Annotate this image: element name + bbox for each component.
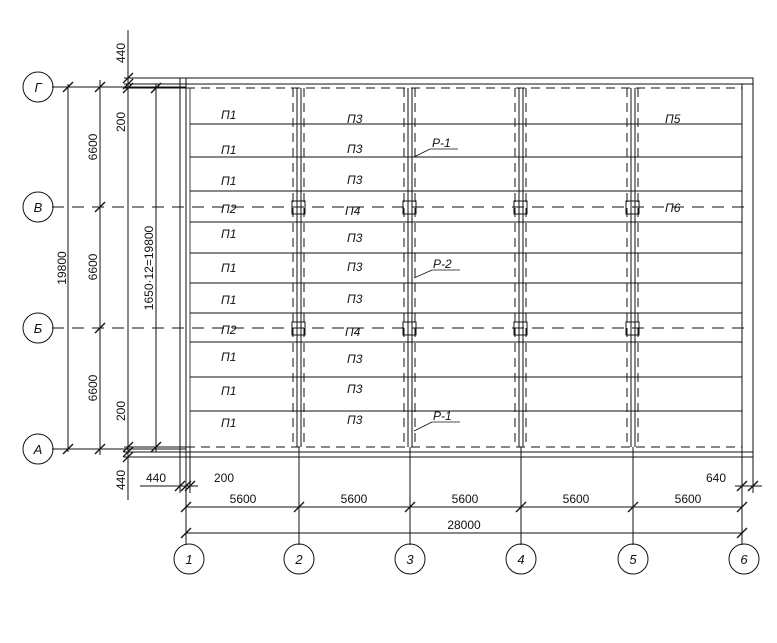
slab-label: П1 (221, 174, 236, 188)
slab-label: П3 (347, 352, 363, 366)
slab-label: П4 (345, 204, 361, 218)
slab-label: П3 (347, 413, 363, 427)
column-axis-label: 5 (629, 552, 637, 567)
dim-offset-bottom: 440 (114, 470, 128, 490)
dim-left-span: 6600 (86, 374, 100, 401)
slab-label: П1 (221, 293, 236, 307)
dim-left-span: 6600 (86, 133, 100, 160)
column-axis-label: 6 (740, 552, 748, 567)
slab-label: П1 (221, 350, 236, 364)
girder-label: Р-2 (433, 257, 452, 271)
girder-label: Р-1 (432, 136, 451, 150)
slab-label: П1 (221, 416, 236, 430)
girder-label: Р-1 (433, 409, 452, 423)
slab-label: П3 (347, 292, 363, 306)
slab-label: П3 (347, 231, 363, 245)
dim-bottom-span: 5600 (563, 492, 590, 506)
column-axis-markers: 1 2 3 4 5 6 (173, 543, 760, 575)
slab-label: П6 (665, 201, 681, 215)
left-dimensions: 19800 6600 6600 6600 200 200 440 440 165… (55, 30, 186, 500)
dim-edge-bottom: 200 (114, 401, 128, 421)
dim-slab-sum: 1650·12=19800 (142, 225, 156, 310)
row-axis-label: Б (34, 321, 43, 336)
slab-label: П3 (347, 382, 363, 396)
row-axis-markers: Г В Б А (22, 71, 54, 465)
dim-offset-top: 440 (114, 43, 128, 63)
slab-label: П3 (347, 112, 363, 126)
dim-left-span: 6600 (86, 253, 100, 280)
slab-label: П3 (347, 260, 363, 274)
girders (292, 88, 639, 447)
column-axis-label: 2 (294, 552, 303, 567)
column-axis-label: 1 (185, 552, 192, 567)
row-axis-label: Г (34, 80, 42, 95)
row-axis-label: А (33, 442, 43, 457)
row-axis-lines (52, 86, 745, 450)
dim-bottom-left-inner: 200 (214, 471, 234, 485)
dim-bottom-left-offset: 440 (146, 471, 166, 485)
dim-bottom-span: 5600 (675, 492, 702, 506)
slab-labels-bay-2: П3 П3 П3 П4 П3 П3 П3 П4 П3 П3 П3 (345, 112, 363, 427)
slab-label: П1 (221, 227, 236, 241)
dim-bottom-span: 5600 (341, 492, 368, 506)
dim-bottom-right-offset: 640 (706, 471, 726, 485)
column-axis-label: 3 (406, 552, 414, 567)
dim-bottom-span: 5600 (452, 492, 479, 506)
dim-bottom-span: 5600 (230, 492, 257, 506)
slab-label: П2 (221, 323, 237, 337)
slab-label: П1 (221, 261, 236, 275)
dim-left-total: 19800 (55, 251, 69, 285)
slab-labels-bay-1: П1 П1 П1 П2 П1 П1 П1 П2 П1 П1 П1 (221, 108, 237, 430)
slab-labels-bay-5: П5 П6 (665, 112, 681, 215)
slab-label: П3 (347, 142, 363, 156)
slab-label: П5 (665, 112, 681, 126)
slab-label: П1 (221, 143, 236, 157)
slab-joints (190, 123, 742, 412)
columns (291, 200, 640, 336)
girder-labels: Р-1 Р-2 Р-1 (413, 136, 460, 432)
column-axis-label: 4 (517, 552, 524, 567)
building-outline (179, 77, 754, 458)
slab-label: П3 (347, 173, 363, 187)
slab-label: П1 (221, 384, 236, 398)
row-axis-label: В (34, 200, 43, 215)
slab-label: П1 (221, 108, 236, 122)
slab-label: П2 (221, 202, 237, 216)
bottom-dimensions: 440 200 640 5600 5600 5600 5600 5600 280… (140, 447, 762, 545)
dim-bottom-total: 28000 (447, 518, 481, 532)
dim-edge-top: 200 (114, 112, 128, 132)
slab-label: П4 (345, 325, 361, 339)
